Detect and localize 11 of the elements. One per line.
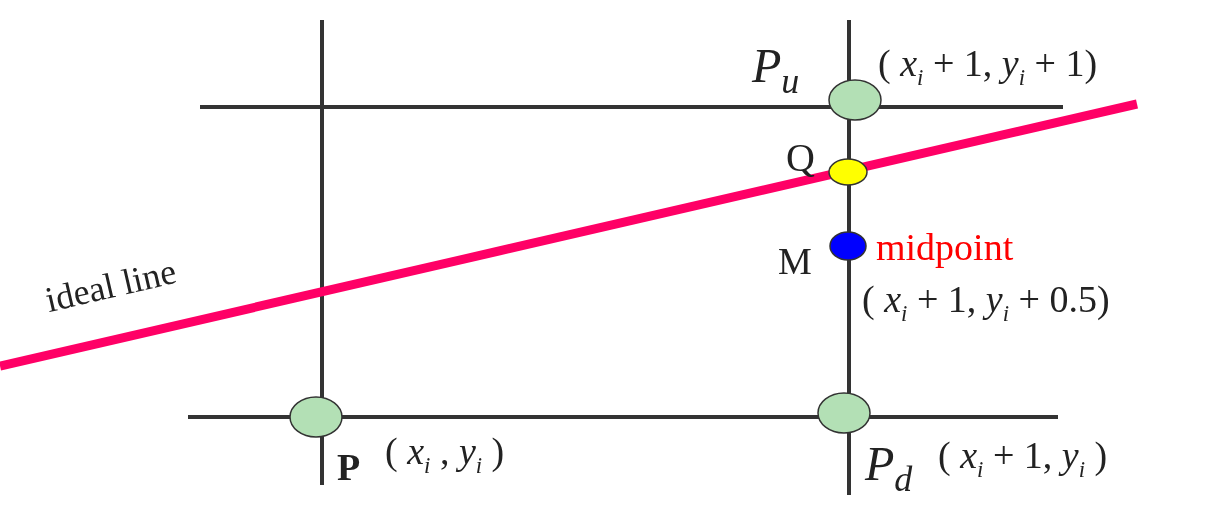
point-label: P$_{u}$ (752, 42, 800, 99)
point-label: Q (786, 138, 815, 178)
coordinate-label: ( x$_{i}$ + 1, y$_{i}$ + 1) (878, 44, 1098, 90)
coordinate-label: ( x$_{i}$ + 1, y$_{i}$ + 0.5) (862, 280, 1110, 326)
point-label: P$_{d}$ (865, 440, 913, 497)
point-label: M (778, 242, 812, 280)
coordinate-label: ( x$_{i}$ , y$_{i}$ ) (385, 432, 505, 478)
coordinate-label: ( x$_{i}$ + 1, y$_{i}$ ) (938, 436, 1108, 482)
line-label: ideal line (41, 253, 180, 318)
midpoint-label: midpoint (876, 228, 1014, 266)
point-label: P (337, 448, 361, 486)
